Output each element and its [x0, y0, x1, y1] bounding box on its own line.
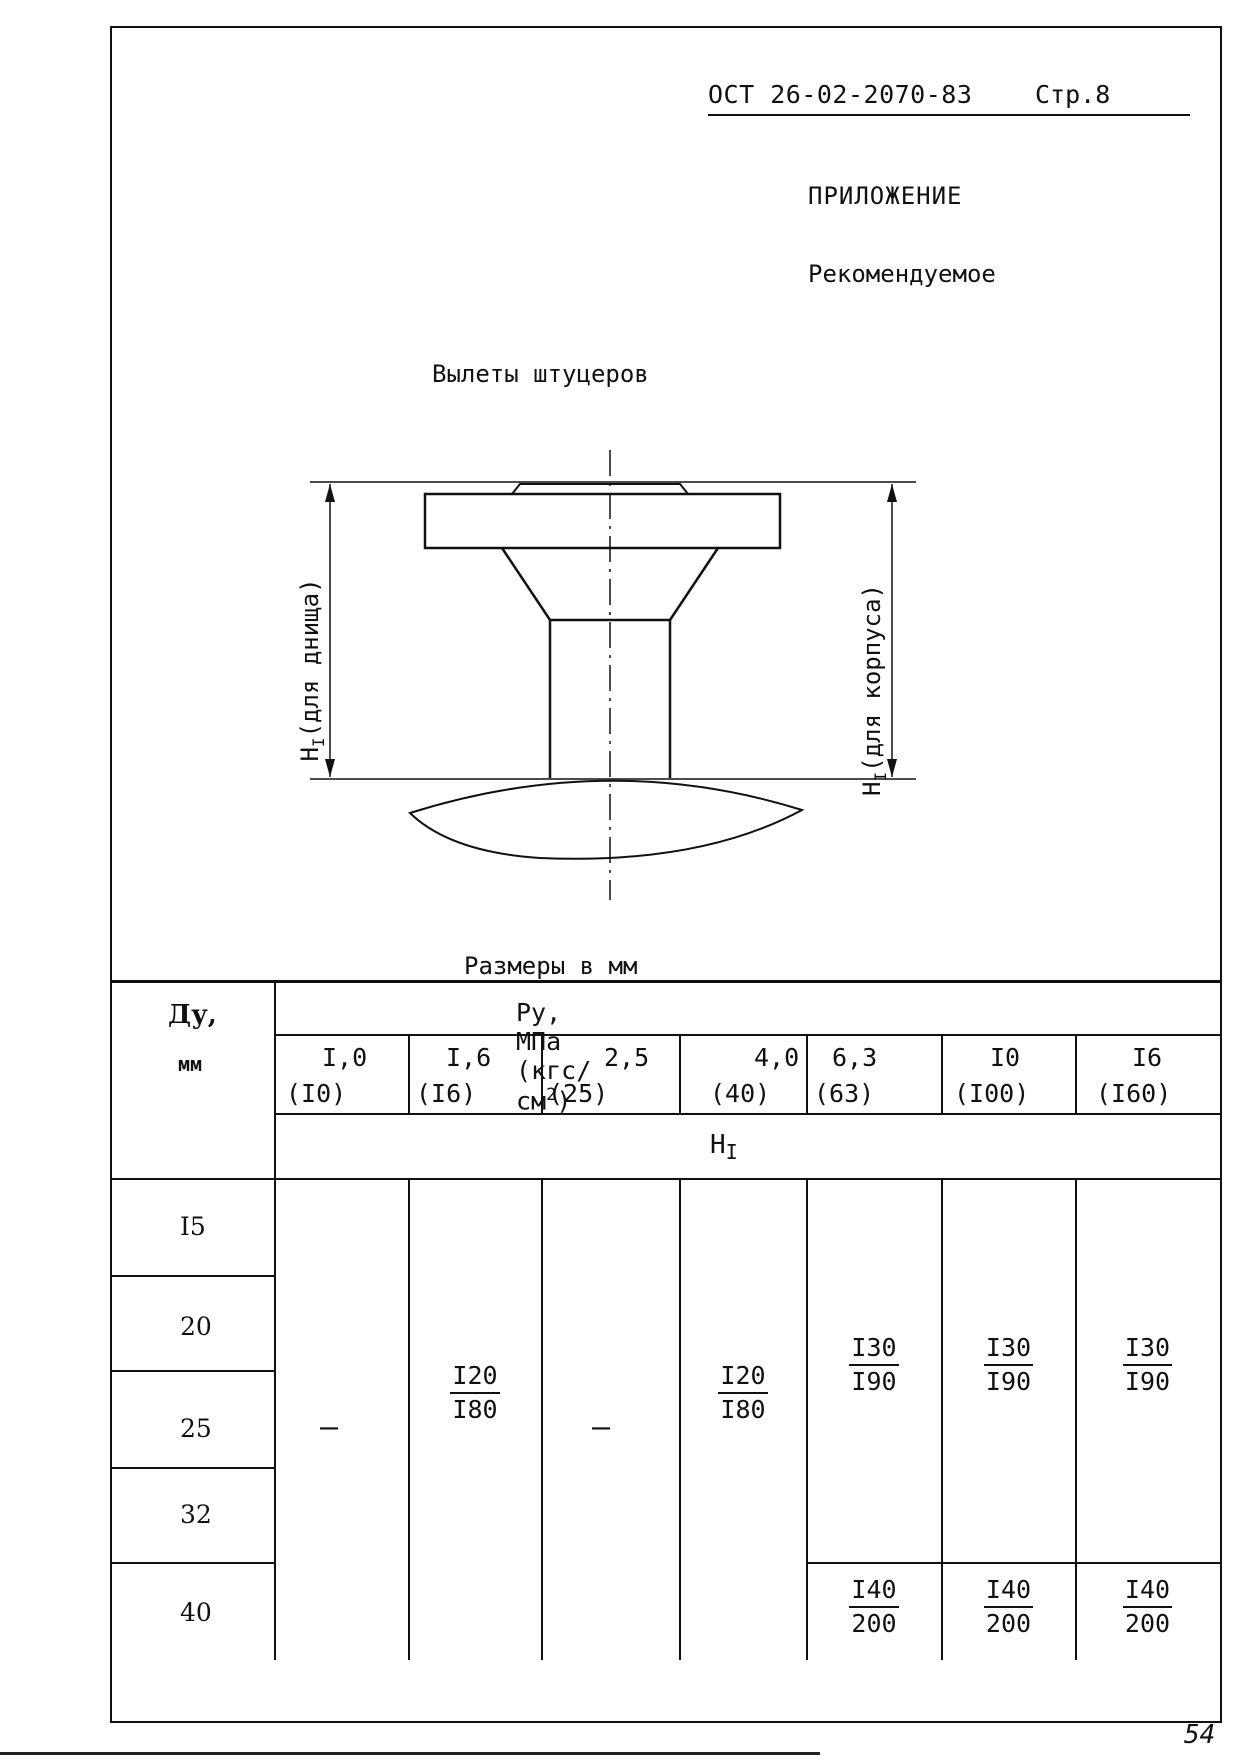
bottom-rule — [0, 1752, 820, 1755]
du-header: Ду, — [168, 1000, 217, 1030]
pressure-1-0: I,0(I0) — [286, 1043, 368, 1108]
appendix-label: ПРИЛОЖЕНИЕ — [808, 182, 963, 210]
nozzle-drawing: HI(для днища) HI(для корпуса) — [296, 450, 916, 900]
table-line — [110, 980, 1220, 983]
dimensions-note: Размеры в мм — [464, 952, 638, 980]
du-value: 32 — [180, 1500, 212, 1529]
table-line — [274, 1034, 1220, 1036]
table-line — [112, 1275, 276, 1277]
pressure-16: I6(I60) — [1096, 1043, 1172, 1108]
dash-cell: — — [320, 1410, 339, 1445]
du-value: 25 — [180, 1414, 212, 1443]
page-label: Стр.8 — [1035, 80, 1111, 109]
pressure-2-5: 2,5(25) — [548, 1043, 650, 1108]
du-value: 20 — [180, 1312, 212, 1341]
du-value: 40 — [180, 1598, 212, 1627]
pressure-1-6: I,6(I6) — [416, 1043, 492, 1108]
table-line — [808, 1562, 1220, 1564]
table-line — [1075, 1036, 1077, 1114]
subject-title: Вылеты штуцеров — [432, 360, 649, 388]
table-line — [112, 1467, 276, 1469]
py-header: Ру, МПа (кгс/см2) — [516, 998, 592, 1116]
dash-cell: — — [592, 1410, 611, 1445]
table-line — [541, 1180, 543, 1660]
pressure-10: I0(I00) — [954, 1043, 1030, 1108]
table-line — [112, 1178, 1220, 1180]
table-line — [679, 1180, 681, 1660]
pressure-6-3: 6,3(63) — [814, 1043, 878, 1108]
document-code: ОСТ 26-02-2070-83 — [708, 80, 973, 109]
table-line — [806, 1180, 808, 1660]
table-line — [112, 1370, 276, 1372]
header-rule — [708, 114, 1190, 116]
du-unit: мм — [178, 1052, 203, 1076]
left-dimension-label: HI(для днища) — [296, 578, 328, 761]
table-line — [274, 982, 276, 1660]
table-line — [274, 1113, 1220, 1115]
table-line — [679, 1036, 681, 1114]
table-line — [112, 1562, 276, 1564]
right-dimension-label: HI(для корпуса) — [858, 584, 890, 796]
table-line — [541, 1036, 543, 1114]
table-line — [1075, 1180, 1077, 1660]
table-line — [941, 1180, 943, 1660]
page-number: 54 — [1184, 1720, 1216, 1750]
pressure-4-0: 4,0(40) — [710, 1043, 800, 1108]
page-frame — [110, 26, 1222, 1723]
table-line — [408, 1036, 410, 1114]
table-line — [941, 1036, 943, 1114]
table-line — [408, 1180, 410, 1660]
appendix-status: Рекомендуемое — [808, 260, 996, 288]
table-line — [806, 1036, 808, 1114]
du-value: I5 — [180, 1212, 206, 1241]
h1-header: HI — [710, 1130, 738, 1165]
